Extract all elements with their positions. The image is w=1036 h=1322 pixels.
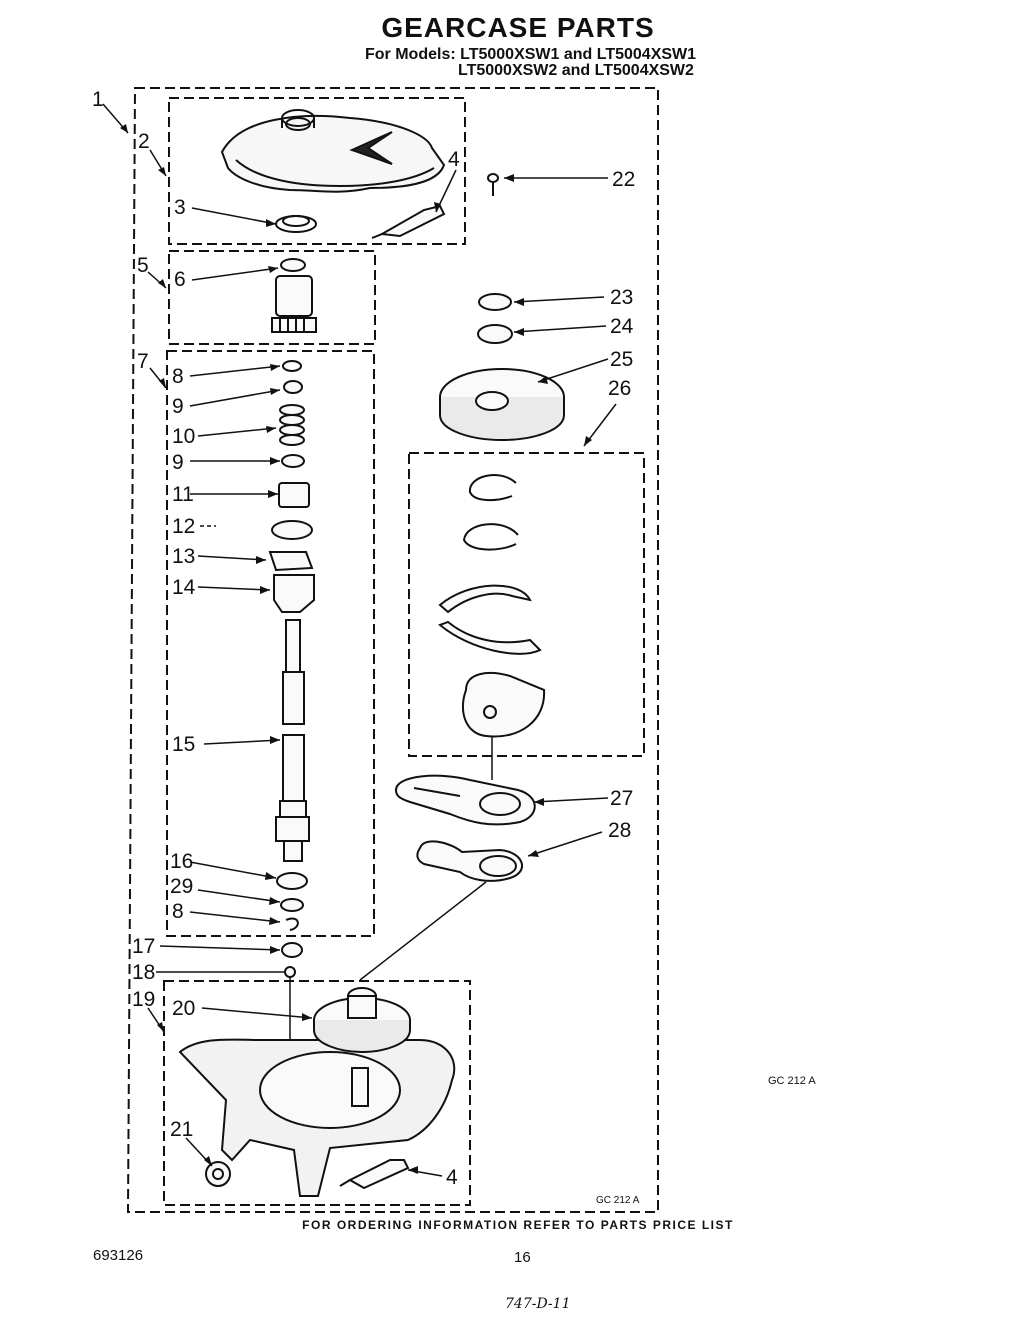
outer-dashed-border	[126, 87, 659, 1213]
page-number: 16	[514, 1249, 531, 1266]
arrowheads	[120, 124, 592, 1174]
document-number: 693126	[93, 1247, 144, 1264]
callout-4-lower: 4	[446, 1166, 458, 1189]
callout-14: 14	[172, 576, 196, 599]
callout-10: 10	[172, 425, 195, 448]
callout-12: 12	[172, 515, 195, 538]
callout-9-lower: 9	[172, 451, 184, 474]
callout-23: 23	[610, 286, 633, 309]
gearcase-cover	[220, 109, 446, 193]
seal-part-3	[275, 215, 317, 233]
right-upper-parts	[439, 293, 565, 442]
callout-15: 15	[172, 733, 195, 756]
ordering-information-note: FOR ORDERING INFORMATION REFER TO PARTS …	[302, 1218, 734, 1232]
clutch-part-14	[273, 574, 315, 613]
group-box-26	[408, 452, 645, 757]
gear-part-11	[278, 482, 310, 508]
diagram-code-inside: GC 212 A	[596, 1195, 640, 1206]
lever-part-28	[416, 840, 523, 882]
gearcase-base	[178, 1038, 456, 1197]
callout-8-lower: 8	[172, 900, 184, 923]
main-gear-part-20	[313, 987, 411, 1054]
callout-21: 21	[170, 1118, 193, 1141]
callout-1: 1	[92, 88, 104, 111]
callout-22: 22	[612, 168, 635, 191]
screw-part-22	[487, 173, 499, 196]
callout-7: 7	[137, 350, 149, 373]
diagram-code-outside: GC 212 A	[768, 1075, 816, 1087]
callout-17: 17	[132, 935, 155, 958]
callout-28: 28	[608, 819, 631, 842]
parts-stack-group-7	[268, 360, 315, 613]
agitator-shaft-part-15	[275, 619, 310, 862]
group-box-7	[166, 350, 375, 937]
callout-27: 27	[610, 787, 633, 810]
lubricant-tube-upper	[371, 204, 446, 239]
spring-part-10	[279, 404, 305, 446]
callout-2: 2	[138, 130, 150, 153]
drive-gear-part-25	[439, 368, 565, 442]
callout-3: 3	[174, 196, 186, 219]
group-box-19	[163, 980, 471, 1206]
lower-parts-stack	[276, 872, 308, 978]
arm-part-27	[394, 774, 536, 826]
page-title: GEARCASE PARTS	[381, 12, 655, 43]
callout-4-upper: 4	[448, 148, 460, 171]
group-26-assembly	[438, 474, 546, 738]
lubricant-tube-lower	[339, 1159, 410, 1190]
handwritten-note: 747-D-11	[505, 1296, 571, 1312]
callout-9-upper: 9	[172, 395, 184, 418]
callout-26: 26	[608, 377, 631, 400]
pinion-part-6	[271, 258, 317, 333]
group-box-2	[168, 97, 466, 245]
callout-5: 5	[137, 254, 149, 277]
callout-19: 19	[132, 988, 155, 1011]
callout-20: 20	[172, 997, 195, 1020]
callout-8-upper: 8	[172, 365, 184, 388]
assembly-connector-line	[359, 881, 487, 981]
cam-part-13	[268, 551, 314, 572]
callout-6: 6	[174, 268, 186, 291]
models-line-1: For Models: LT5000XSW1 and LT5004XSW1	[365, 46, 697, 63]
callout-13: 13	[172, 545, 195, 568]
callout-18: 18	[132, 961, 155, 984]
callout-25: 25	[610, 348, 633, 371]
models-line-2: LT5000XSW2 and LT5004XSW2	[458, 62, 694, 79]
callout-16: 16	[170, 850, 193, 873]
callout-24: 24	[610, 315, 634, 338]
callout-11: 11	[172, 483, 194, 506]
callout-29: 29	[170, 875, 193, 898]
